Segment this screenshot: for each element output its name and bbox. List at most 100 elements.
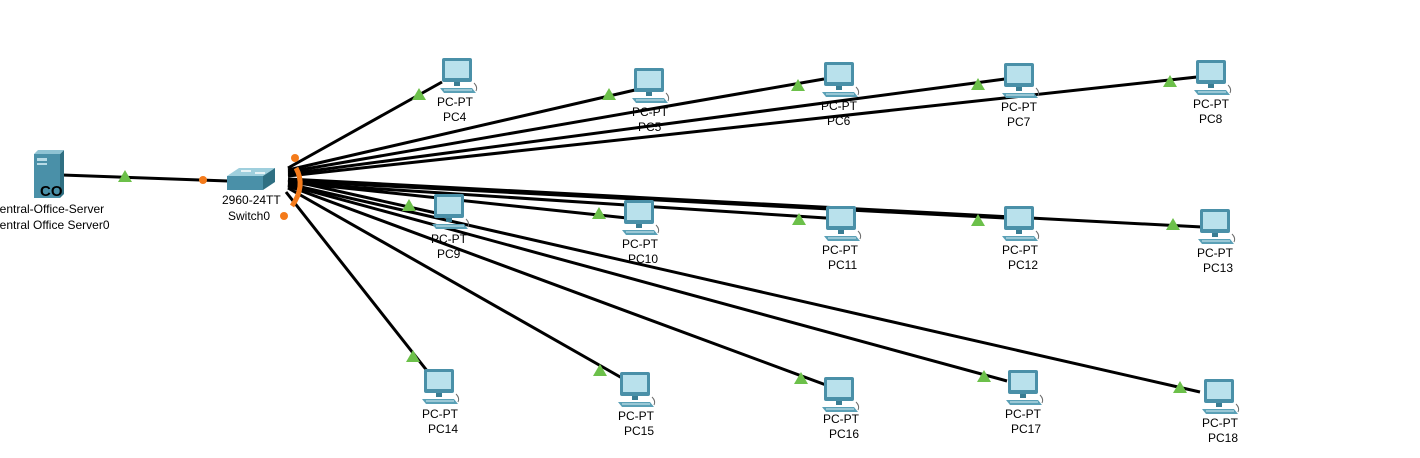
pc-name-label: PC15: [624, 424, 655, 438]
pc-name-label: PC12: [1008, 258, 1039, 272]
pc-icon[interactable]: [438, 57, 480, 97]
switch-side: [263, 168, 275, 190]
pc-model-label: PC-PT: [821, 99, 857, 113]
pc-model-label: PC-PT: [422, 407, 458, 421]
switch-arrows: [241, 170, 265, 174]
pc-model-label: PC-PT: [1002, 243, 1038, 257]
pc-name-label: PC6: [827, 114, 851, 128]
switch-top: [227, 168, 275, 176]
pc-icon[interactable]: [420, 368, 462, 408]
server-badge-text: CO: [40, 183, 63, 200]
computer-icon: [622, 200, 660, 235]
pc-model-label: PC-PT: [1197, 246, 1233, 260]
pc-name-label: PC8: [1199, 112, 1223, 126]
cable-pc5[interactable]: [287, 88, 636, 172]
server-side: [60, 150, 64, 198]
cable-pc6[interactable]: [287, 77, 825, 174]
link-up-triangle: [1173, 381, 1187, 393]
link-up-triangle: [1166, 218, 1180, 230]
pc-icon[interactable]: [822, 205, 864, 245]
link-up-triangle: [792, 213, 806, 225]
pc-name-label: PC18: [1208, 431, 1239, 445]
pc-icon[interactable]: [1000, 205, 1042, 245]
pc-icon[interactable]: [1196, 208, 1238, 248]
pc-name-label: PC9: [437, 247, 461, 261]
pc-icon[interactable]: [620, 199, 662, 239]
port-dot: [199, 176, 207, 184]
pc-icon[interactable]: [616, 371, 658, 411]
pc-model-label: PC-PT: [431, 232, 467, 246]
computer-icon: [1202, 379, 1240, 414]
link-up-triangle: [593, 364, 607, 376]
pc-model-label: PC-PT: [1005, 407, 1041, 421]
pc-model-label: PC-PT: [823, 412, 859, 426]
computer-icon: [824, 206, 862, 241]
switch-icon[interactable]: [227, 168, 275, 190]
cable-pc16[interactable]: [287, 184, 827, 387]
port-dot: [280, 212, 288, 220]
link-up-triangle: [971, 214, 985, 226]
cable-pc17[interactable]: [287, 183, 1008, 383]
link-up-triangle: [406, 350, 420, 362]
cables: [61, 75, 1203, 394]
cable-pc13[interactable]: [287, 177, 1203, 229]
pc-name-label: PC13: [1203, 261, 1234, 275]
switch-port-bundle: [289, 166, 303, 208]
computer-icon: [1002, 206, 1040, 241]
link-up-indicators: [118, 75, 1187, 393]
computer-icon: [1198, 209, 1236, 244]
computer-icon: [632, 68, 670, 103]
pc-icon[interactable]: [1000, 62, 1042, 102]
switch-name-label: Switch0: [228, 209, 271, 223]
cable-pc7[interactable]: [287, 77, 1006, 176]
server-name-label: Central Office Server0: [0, 218, 110, 232]
pc-icon[interactable]: [820, 376, 862, 416]
pc-icon[interactable]: [630, 67, 672, 107]
server-icon[interactable]: CO: [34, 150, 64, 200]
pc-model-label: PC-PT: [632, 105, 668, 119]
pc-name-label: PC5: [638, 120, 662, 134]
computer-icon: [1002, 63, 1040, 98]
cable-pc15[interactable]: [287, 186, 623, 380]
link-up-triangle: [1163, 75, 1177, 87]
computer-icon: [822, 62, 860, 97]
computer-icon: [432, 194, 470, 229]
server-top: [34, 150, 64, 154]
pc-icon[interactable]: [820, 61, 862, 101]
link-up-triangle: [592, 207, 606, 219]
pc-icon[interactable]: [1004, 369, 1046, 409]
computer-icon: [822, 377, 860, 412]
pc-icon[interactable]: [1192, 59, 1234, 99]
computer-icon: [1194, 60, 1232, 95]
switch-model-label: 2960-24TT: [222, 193, 281, 207]
pc-icon[interactable]: [1200, 378, 1242, 418]
link-up-triangle: [794, 372, 808, 384]
link-up-triangle: [977, 370, 991, 382]
cable-pc18[interactable]: [287, 182, 1201, 394]
cable-pc8[interactable]: [287, 75, 1198, 178]
cable-pc14[interactable]: [284, 191, 430, 373]
server-front: [34, 154, 60, 198]
link-up-triangle: [402, 199, 416, 211]
orange-port-dots: [199, 154, 299, 220]
pc-icon[interactable]: [430, 193, 472, 233]
pc-name-label: PC16: [829, 427, 860, 441]
pc-model-label: PC-PT: [822, 243, 858, 257]
pc-name-label: PC4: [443, 110, 467, 124]
link-up-triangle: [971, 78, 985, 90]
port-dot: [291, 154, 299, 162]
pc-name-label: PC14: [428, 422, 459, 436]
pc-name-label: PC7: [1007, 115, 1031, 129]
computer-icon: [440, 58, 478, 93]
computer-icon: [1006, 370, 1044, 405]
computer-icon: [618, 372, 656, 407]
pc-name-label: PC11: [828, 258, 858, 272]
link-up-triangle: [602, 88, 616, 100]
cable-pc11[interactable]: [287, 181, 827, 220]
pc-model-label: PC-PT: [622, 237, 658, 251]
link-up-triangle: [791, 79, 805, 91]
server-slot: [37, 158, 47, 161]
link-up-triangle: [412, 88, 426, 100]
switch-front: [227, 176, 263, 190]
